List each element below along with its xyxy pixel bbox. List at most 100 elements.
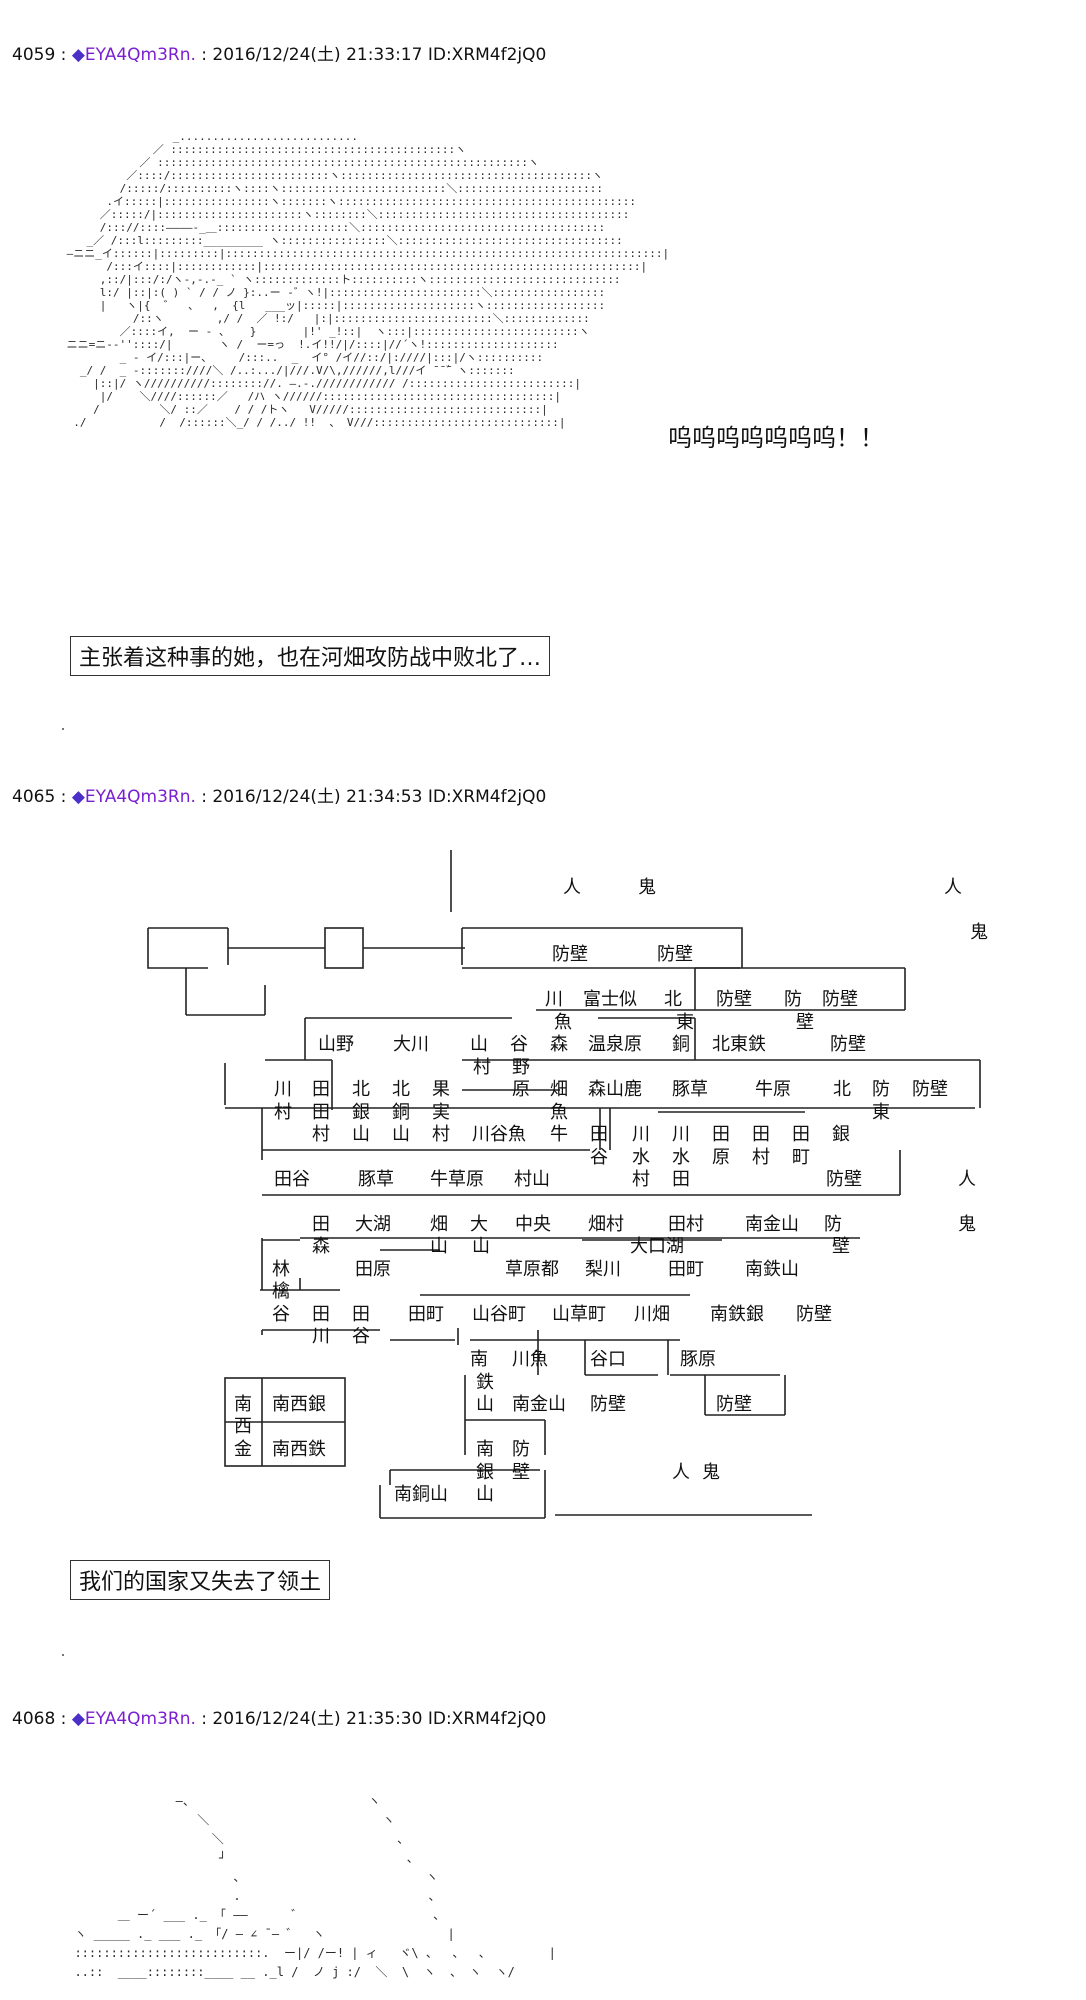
- map-label: 原: [512, 1079, 530, 1100]
- map-label: 銀: [832, 1124, 850, 1145]
- map-label: 川: [672, 1124, 690, 1145]
- map-label: 南金山: [512, 1394, 566, 1415]
- map-label: 南鉄銀: [710, 1304, 764, 1325]
- map-label: 山: [476, 1484, 494, 1505]
- map-label: 田原: [355, 1259, 391, 1280]
- map-label: 壁: [512, 1462, 530, 1483]
- map-label: 川谷魚: [472, 1124, 526, 1145]
- map-label: 中央: [515, 1214, 551, 1235]
- map-label: 畑村: [588, 1214, 624, 1235]
- map-label: 田: [312, 1079, 330, 1100]
- map-label: 田: [312, 1214, 330, 1235]
- map-label: 山: [470, 1034, 488, 1055]
- map-label: 南: [476, 1439, 494, 1460]
- map-label: 魚: [554, 1012, 572, 1033]
- map-label: 壁: [832, 1236, 850, 1257]
- map-label: 防: [784, 989, 802, 1010]
- map-label: 南西銀: [272, 1394, 326, 1415]
- map-label: 田町: [668, 1259, 704, 1280]
- map-label: 牛草原: [430, 1169, 484, 1190]
- map-label-wall: 防壁: [796, 1304, 832, 1325]
- map-label: 畑: [430, 1214, 448, 1235]
- map-label: 豚草: [672, 1079, 708, 1100]
- map-label: 山: [352, 1124, 370, 1145]
- map-label-human: 人: [944, 877, 962, 898]
- map-label: 村: [752, 1147, 770, 1168]
- post-number: 4065: [12, 787, 56, 807]
- map-label: 南: [234, 1394, 252, 1415]
- caption-box-1: 主张着这种事的她，也在河畑攻防战中败北了…: [70, 636, 551, 676]
- map-label: 銅: [392, 1102, 410, 1123]
- map-label: 田: [312, 1102, 330, 1123]
- map-label: 山: [472, 1236, 490, 1257]
- map-label: 森: [312, 1236, 330, 1257]
- map-label: 田谷: [274, 1169, 310, 1190]
- map-label: 防: [824, 1214, 842, 1235]
- map-label: 野: [512, 1057, 530, 1078]
- map-label: 北: [833, 1079, 851, 1100]
- map-label: 鉄: [476, 1372, 494, 1393]
- poster-name[interactable]: EYA4Qm3Rn.: [84, 45, 196, 65]
- map-label: 檎: [272, 1281, 290, 1302]
- map-label: 富士似: [583, 989, 637, 1010]
- post-id[interactable]: ID:XRM4f2jQ0: [422, 787, 547, 807]
- poster-name[interactable]: EYA4Qm3Rn.: [84, 1709, 196, 1729]
- trip-diamond-icon: ◆: [71, 787, 85, 807]
- map-label: 南: [470, 1349, 488, 1370]
- separator-dot: [62, 1654, 64, 1656]
- map-label: 谷: [510, 1034, 528, 1055]
- map-label: 防: [872, 1079, 890, 1100]
- post-id[interactable]: ID:XRM4f2jQ0: [422, 1709, 547, 1729]
- ascii-art-crying-girl: _........................... ／ :::::::::…: [66, 130, 670, 429]
- ascii-art-third: ―、 ヽ ＼ ヽ ＼ 、 ┘ 、 、: [74, 1794, 556, 1979]
- map-label: 東: [676, 1012, 694, 1033]
- map-label: 田: [590, 1124, 608, 1145]
- map-label-wall: 防壁: [552, 944, 588, 965]
- trip-diamond-icon: ◆: [71, 1709, 85, 1729]
- map-label-wall: 防壁: [826, 1169, 862, 1190]
- caption-box-2: 我们的国家又失去了领土: [70, 1560, 331, 1600]
- map-label: 山: [476, 1394, 494, 1415]
- map-label: 豚原: [680, 1349, 716, 1370]
- map-label-human: 人: [563, 877, 581, 898]
- map-label: 谷: [590, 1147, 608, 1168]
- map-label: 田: [352, 1304, 370, 1325]
- post-id[interactable]: ID:XRM4f2jQ0: [422, 45, 547, 65]
- map-label-wall: 防壁: [590, 1394, 626, 1415]
- map-label: 牛原: [755, 1079, 791, 1100]
- post-sep: :: [55, 45, 67, 65]
- map-label: 北: [352, 1079, 370, 1100]
- map-label-wall: 防壁: [716, 989, 752, 1010]
- map-label-human: 人: [958, 1169, 976, 1190]
- map-label: 豚草: [358, 1169, 394, 1190]
- map-label: 草原都: [505, 1259, 559, 1280]
- map-label-oni: 鬼: [702, 1462, 720, 1483]
- post-sep: :: [55, 1709, 67, 1729]
- map-label: 村山: [514, 1169, 550, 1190]
- map-label-wall: 防壁: [912, 1079, 948, 1100]
- post-number: 4068: [12, 1709, 56, 1729]
- map-label: 水: [632, 1147, 650, 1168]
- poster-name[interactable]: EYA4Qm3Rn.: [84, 787, 196, 807]
- map-label: 大口湖: [630, 1236, 684, 1257]
- map-label: 田: [752, 1124, 770, 1145]
- map-label: 南銅山: [394, 1484, 448, 1505]
- post-sep: :: [55, 787, 67, 807]
- map-label-oni: 鬼: [970, 922, 988, 943]
- map-label: 畑: [550, 1079, 568, 1100]
- map-label: 牛: [550, 1124, 568, 1145]
- map-label: 南鉄山: [745, 1259, 799, 1280]
- map-label: 水: [672, 1147, 690, 1168]
- map-label-human: 人: [672, 1462, 690, 1483]
- map-label: 実: [432, 1102, 450, 1123]
- map-label: 田: [712, 1124, 730, 1145]
- map-label: 山野: [318, 1034, 354, 1055]
- map-label: 山: [430, 1236, 448, 1257]
- map-label: 谷: [352, 1326, 370, 1347]
- post-header-4065: 4065 : ◆EYA4Qm3Rn. : 2016/12/24(土) 21:34…: [12, 782, 546, 807]
- map-label: 大: [470, 1214, 488, 1235]
- map-label: 東: [872, 1102, 890, 1123]
- map-label: 村: [312, 1124, 330, 1145]
- map-label: 果: [432, 1079, 450, 1100]
- map-label: 壁: [796, 1012, 814, 1033]
